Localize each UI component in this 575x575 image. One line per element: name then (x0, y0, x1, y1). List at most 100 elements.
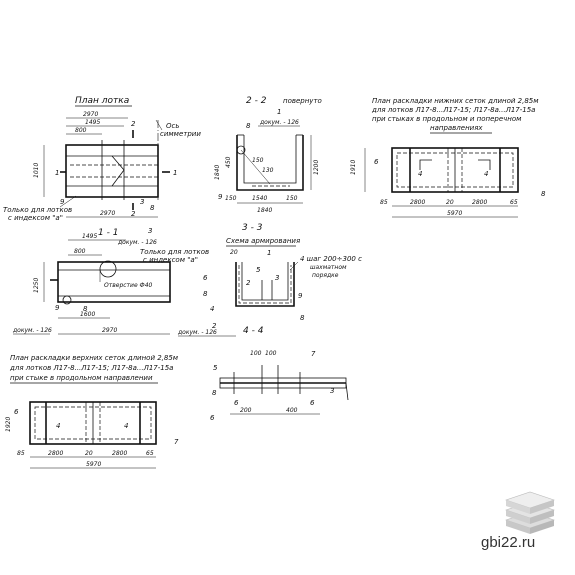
mark-8-plan: 8 (150, 204, 155, 212)
mark-8-s11: 8 (83, 305, 88, 313)
dim-1200-s22: 1200 (313, 160, 320, 175)
section-1-1-view: 1 - 1 3 докум. - 126 1495 800 Только для… (12, 227, 209, 335)
bottom-title-2: для лотков Л17-8...Л17-15; Л17-8а...Л17-… (371, 106, 535, 114)
dim-1600-s11: 1600 (80, 311, 95, 318)
mark-6-tm: 6 (14, 408, 19, 416)
mark-4-tm-r: 4 (124, 422, 128, 430)
dim-1495-top: 1495 (85, 119, 100, 126)
dim-1840-bottom-s22: 1840 (257, 207, 272, 214)
mark-8-bm: 8 (541, 190, 546, 198)
dim-2800-tm-l: 2800 (48, 450, 63, 457)
section-3-3-view: 3 - 3 Схема армирования 1 5 2 3 6 8 4 2 … (177, 223, 362, 337)
dim-450-s22: 450 (225, 156, 232, 168)
dim-85-tm: 85 (17, 450, 25, 457)
dim-20-bm: 20 (446, 199, 454, 206)
docum-126-s11-b: докум. - 126 (12, 327, 52, 334)
mark-9-s22: 9 (218, 193, 223, 201)
section-33-title: 3 - 3 (242, 223, 263, 233)
dim-1010-left: 1010 (33, 163, 40, 178)
section-22-title: 2 - 2 (246, 96, 267, 106)
mark-2-s33: 2 (246, 279, 251, 287)
axis-label-2: симметрии (160, 130, 201, 138)
dim-2970-bottom: 2970 (100, 210, 115, 217)
mark-9: 9 (60, 198, 65, 206)
docum-126-s11: докум. - 126 (117, 239, 157, 246)
dim-200-s44: 200 (240, 407, 252, 414)
dim-2800-bm-l: 2800 (410, 199, 425, 206)
dim-150-br: 150 (286, 195, 298, 202)
top-title-3: при стыке в продольном направлении (10, 374, 153, 382)
reinf-scheme-title: Схема армирования (226, 237, 300, 245)
dim-1540-s22: 1540 (252, 195, 267, 202)
dim-1920-tm: 1920 (5, 417, 12, 432)
bottom-title-1: План раскладки нижних сеток длиной 2,85м (372, 97, 539, 105)
mark-1-left: 1 (55, 169, 59, 177)
mark-6-s33: 6 (203, 274, 208, 282)
note-only-trays-2: с индексом "а" (8, 214, 63, 222)
dim-400-s44: 400 (286, 407, 298, 414)
note-only-trays-4: с индексом "а" (143, 256, 198, 264)
hole-label: Отверстие Ф40 (104, 282, 153, 289)
step-note-3: порядке (312, 272, 339, 279)
section-11-title: 1 - 1 (98, 228, 118, 238)
dim-5970-bm: 5970 (447, 210, 462, 217)
mark-2-top: 2 (131, 120, 136, 128)
mark-6-s44-b: 6 (210, 414, 215, 422)
mark-6-bm: 6 (374, 158, 379, 166)
dim-65-tm: 65 (146, 450, 154, 457)
dim-1495-s11: 1495 (82, 233, 97, 240)
dim-2800-bm-r: 2800 (472, 199, 487, 206)
mark-8-s22: 8 (246, 122, 251, 130)
dim-150-s22: 150 (252, 157, 264, 164)
note-only-trays-3: Только для лотков (140, 248, 209, 256)
mark-1-s33: 1 (267, 249, 271, 257)
section-22-rotated: повернуто (283, 97, 322, 105)
dim-800-top: 800 (75, 127, 87, 134)
note-only-trays-1: Только для лотков (3, 206, 72, 214)
mark-9-s33: 9 (298, 292, 303, 300)
mark-5-s33: 5 (256, 266, 261, 274)
mark-4-s33: 4 (210, 305, 214, 313)
dim-2970-top: 2970 (83, 111, 98, 118)
plan-tray-view: План лотка 2970 1495 800 Ось симметрии 1… (3, 96, 201, 222)
dim-65-bm: 65 (510, 199, 518, 206)
section-4-4-view: 100 100 7 5 8 3 6 6 200 400 6 (210, 350, 349, 422)
mark-8-s33: 8 (203, 290, 208, 298)
brand-link[interactable]: gbi22.ru (481, 534, 536, 551)
dim-20-tm: 20 (85, 450, 93, 457)
mark-2-s33b: 2 (212, 322, 217, 330)
mark-5-s44: 5 (213, 364, 218, 372)
mark-1-s22: 1 (277, 108, 281, 116)
docum-126-s33: докум. - 126 (177, 329, 217, 336)
brand-logo-icon (505, 491, 555, 534)
dim-1250-s11: 1250 (33, 278, 40, 293)
mark-3-s11: 3 (148, 227, 152, 235)
mark-7-s44: 7 (311, 350, 316, 358)
bottom-title-3: при стыках в продольном и поперечном (372, 115, 522, 123)
mark-3-plan: 3 (140, 198, 144, 206)
mark-8-s33b: 8 (300, 314, 305, 322)
dim-100-s44-a: 100 (250, 350, 262, 357)
section-44-title: 4 - 4 (243, 326, 264, 336)
dim-1910-bm: 1910 (350, 160, 357, 175)
bottom-title-4: направлениях (430, 124, 483, 132)
plan-tray-title: План лотка (75, 96, 129, 106)
dim-100-s44-b: 100 (265, 350, 277, 357)
mark-6-s44-r: 6 (310, 399, 315, 407)
mark-9-s11: 9 (55, 304, 60, 312)
axis-label-1: Ось (166, 122, 179, 130)
dim-130-s22: 130 (262, 167, 274, 174)
dim-5970-tm: 5970 (86, 461, 101, 468)
mark-4-bm-r: 4 (484, 170, 488, 178)
top-title-1: План раскладки верхних сеток длиной 2,85… (10, 354, 179, 362)
top-title-2: для лотков Л17-8...Л17-15; Л17-8а...Л17-… (9, 364, 173, 372)
dim-150-bl: 150 (225, 195, 237, 202)
dim-1840-s22: 1840 (214, 165, 221, 180)
dim-2800-tm-r: 2800 (112, 450, 127, 457)
mark-3-s33: 3 (275, 274, 279, 282)
dim-800-s11: 800 (74, 248, 86, 255)
dim-20-s33: 20 (230, 249, 238, 256)
mark-7-tm: 7 (174, 438, 179, 446)
mark-4-bm-l: 4 (418, 170, 422, 178)
